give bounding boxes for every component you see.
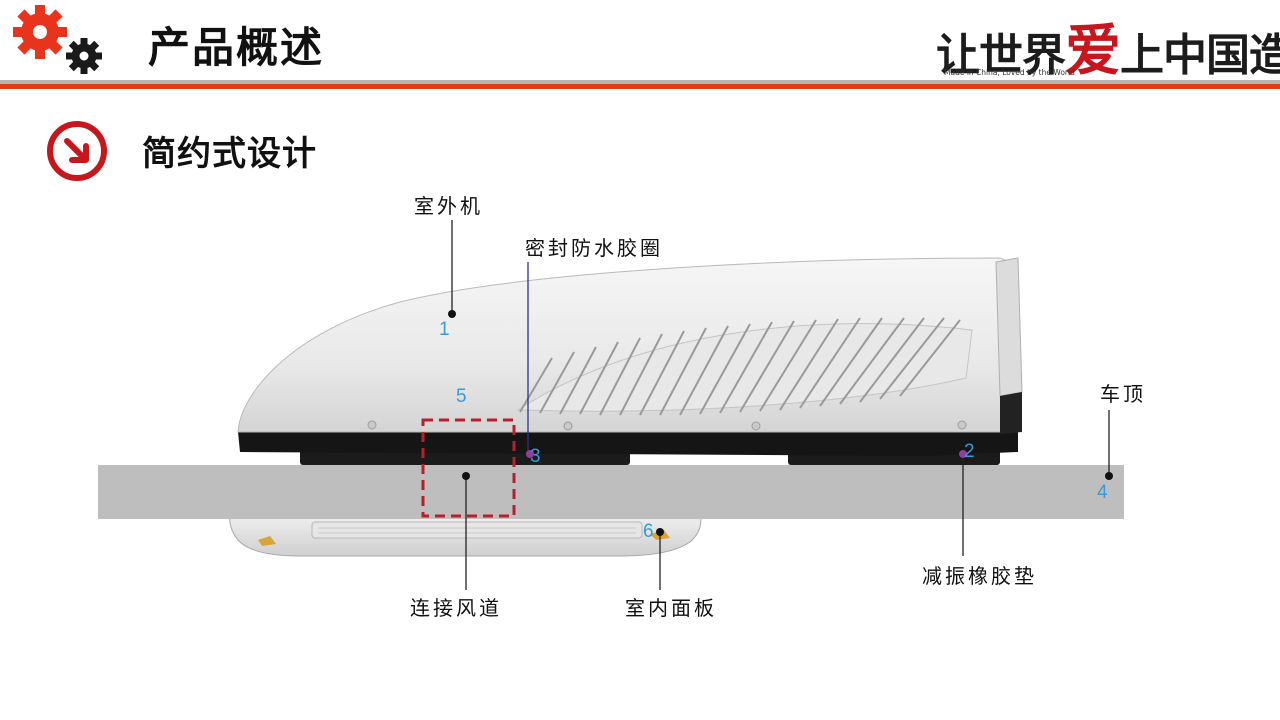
vent-slats — [519, 317, 961, 416]
header-rule-red — [0, 84, 1280, 89]
brand-slogan-red: 爱 — [1065, 18, 1121, 84]
header: 产品概述 让世界爱上中国造 Made in China, Loved by th… — [0, 0, 1280, 92]
callout-number-6: 6 — [643, 521, 654, 542]
callout-number-3: 3 — [530, 446, 541, 467]
label-outdoor-unit: 室外机 — [414, 194, 483, 218]
label-indoor-panel: 室内面板 — [625, 596, 717, 620]
page-title: 产品概述 — [148, 23, 325, 72]
brand-slogan-tail: 上中国造 — [1120, 30, 1280, 81]
label-damping-pad: 减振橡胶垫 — [922, 564, 1037, 588]
callout-number-2: 2 — [964, 441, 975, 462]
arrow-down-right-icon — [47, 121, 107, 181]
gears-logo-icon — [13, 5, 102, 74]
brand-slogan-head: 让世界 — [936, 30, 1066, 81]
indoor-panel — [229, 511, 702, 557]
section-title: 简约式设计 — [142, 134, 317, 174]
duct-highlight-frame — [421, 418, 516, 518]
brand-slogan: 让世界爱上中国造 Made in China, Loved by the Wor… — [936, 4, 1280, 84]
header-rule-gray — [0, 80, 1280, 84]
label-roof: 车顶 — [1100, 382, 1146, 406]
leader-lines — [451, 220, 1110, 590]
callout-number-4: 4 — [1097, 482, 1108, 503]
brand-slogan-text: 让世界爱上中国造 — [936, 6, 1280, 87]
leader-dots — [448, 310, 1113, 536]
label-seal-ring: 密封防水胶圈 — [525, 236, 663, 260]
callout-number-1: 1 — [439, 319, 450, 340]
outdoor-unit — [237, 257, 1023, 465]
vehicle-roof — [98, 465, 1124, 519]
label-air-duct: 连接风道 — [410, 596, 502, 620]
brand-tagline: Made in China, Loved by the World — [944, 68, 1075, 77]
callout-number-5: 5 — [456, 386, 467, 407]
